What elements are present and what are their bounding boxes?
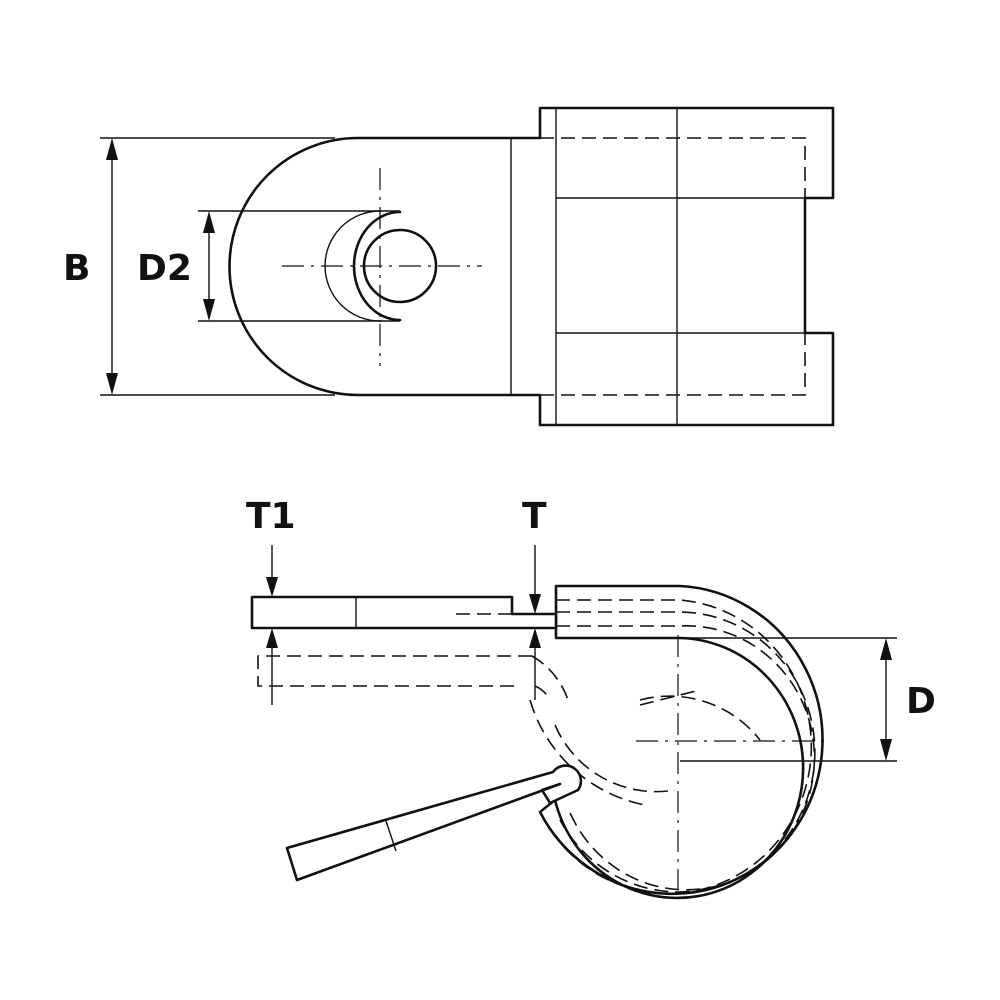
side-view-hidden-open-tab bbox=[257, 655, 532, 687]
dim-d2-arrow-bottom bbox=[203, 299, 215, 321]
dim-b-label: B bbox=[63, 248, 90, 289]
side-view-hidden-open-loop-outer bbox=[529, 655, 646, 806]
top-view: B D2 bbox=[63, 106, 835, 427]
dim-b-arrow-bottom bbox=[106, 373, 118, 395]
dim-d2-label: D2 bbox=[137, 248, 192, 289]
dim-d-label: D bbox=[906, 681, 936, 722]
side-view-band-hidden-3 bbox=[551, 599, 813, 895]
side-view-upper-tab bbox=[250, 595, 558, 630]
dim-t-arrow-bottom bbox=[529, 628, 541, 648]
top-view-hidden-upper bbox=[540, 137, 806, 198]
dim-t-label: T bbox=[522, 496, 547, 537]
dim-t1-label: T1 bbox=[246, 496, 296, 537]
side-view-band-hidden-2 bbox=[556, 625, 816, 891]
dim-b-arrow-top bbox=[106, 138, 118, 160]
dim-t-arrow-top bbox=[529, 594, 541, 614]
top-view-outline bbox=[228, 106, 835, 427]
dim-d-arrow-top bbox=[880, 638, 892, 660]
dim-d2-arrow-top bbox=[203, 211, 215, 233]
side-view-band-hidden-1 bbox=[556, 611, 816, 893]
side-view-clamp-band bbox=[538, 584, 824, 900]
dim-d-arrow-bottom bbox=[880, 739, 892, 761]
side-view-lower-leg bbox=[285, 764, 583, 882]
dim-t1-arrow-top bbox=[266, 577, 278, 597]
side-view-lower-leg-divider bbox=[385, 820, 397, 852]
side-view: T1 T D bbox=[246, 496, 936, 900]
side-view-hidden-inner-arc bbox=[639, 689, 761, 741]
top-view-hidden-lower bbox=[540, 333, 806, 396]
dim-t1-arrow-bottom bbox=[266, 628, 278, 648]
